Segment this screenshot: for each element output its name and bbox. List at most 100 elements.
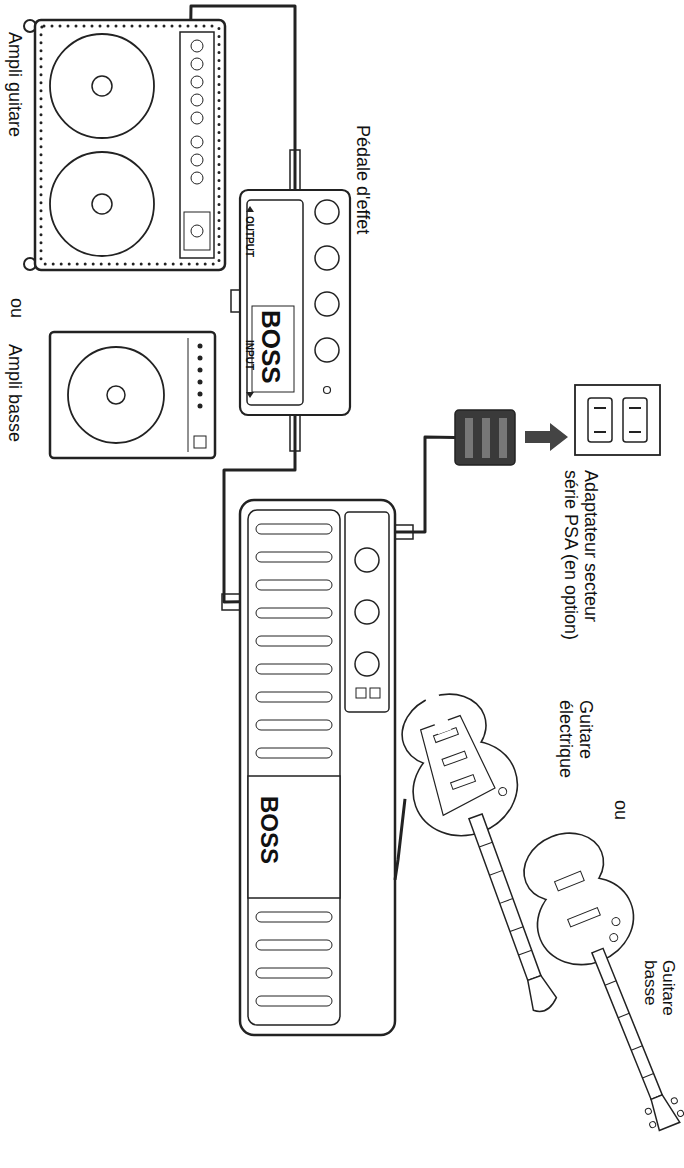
bass-amp-drawing [107,386,125,404]
electric-guitar-drawing [451,775,476,790]
effect-pedal-drawing [231,150,350,451]
effect-pedal-drawing [290,150,300,190]
wall-outlet-drawing [575,385,660,455]
volume-pedal-drawing [370,688,380,698]
volume-pedal-drawing [256,748,332,758]
volume-pedal: BOSS [240,500,395,1035]
guitar-amp-drawing [191,76,203,88]
conjunction-label: ou [610,800,630,840]
instrument-cable [395,799,405,880]
volume-pedal-drawing [395,525,413,539]
effect-pedal-drawing [246,392,254,398]
electric-guitar-drawing [393,684,495,777]
guitar-amp-drawing [184,212,210,250]
bass-guitar-drawing [525,864,645,978]
electric-guitar-drawing [393,684,495,777]
ac-adapter: Adaptateur secteur série PSA (en option) [455,410,515,465]
wall-outlet-drawing [594,431,606,433]
guitar-amp-drawing [191,225,203,237]
bass-guitar-drawing [670,1097,678,1105]
guitar-amp-drawing [35,20,225,270]
brand-logo: BOSS [256,310,285,420]
effect-pedal: Pédale d'effetBOSSOUTPUTINPUT [240,190,350,415]
bass-guitar-drawing [642,1074,653,1078]
guitar-amp-drawing [92,194,112,214]
bass-guitar-drawing [611,916,621,926]
bass-amp-drawing [198,356,203,361]
ac-adapter-drawing [482,418,490,458]
guitar-amp-drawing [92,76,112,96]
volume-pedal-drawing [248,776,340,898]
ac-adapter-drawing [455,410,515,465]
electric-guitar: Guitare électrique [405,690,555,1030]
bass-amp: Ampli basse [50,332,215,458]
electric-guitar-drawing [433,728,458,743]
effect-pedal-drawing [324,387,331,394]
guitar-amp-drawing [24,20,36,32]
electric-guitar-drawing [424,692,451,734]
effect-pedal-drawing [315,338,339,362]
volume-pedal-drawing [355,548,379,572]
jack-label: INPUT [244,340,255,400]
wall-outlet-drawing [594,407,606,409]
bass-amp-drawing [194,436,206,448]
volume-pedal-drawing [256,912,332,922]
device-label: Pédale d'effet [352,125,372,325]
guitar-amp-drawing [191,136,203,148]
bass-guitar-drawing [644,1107,652,1115]
volume-pedal-drawing [355,652,379,676]
bass-amp-drawing [50,332,215,458]
bass-guitar-drawing [515,823,613,912]
electric-guitar-drawing [401,727,530,849]
device-label: Guitare basse [640,960,677,1040]
device-label: Ampli basse [4,344,24,484]
volume-pedal-drawing [256,636,332,646]
bass-guitar-drawing [525,864,645,978]
volume-pedal-drawing [256,608,332,618]
electric-guitar-drawing [413,713,498,816]
wall-outlet-drawing [629,431,641,433]
guitar-amp-drawing [191,172,203,184]
instrument-cable [395,437,455,532]
bass-guitar-drawing [555,871,585,891]
bass-guitar-drawing [605,981,616,985]
device-label: Guitare électrique [555,700,595,800]
guitar-amp-drawing [191,94,203,106]
volume-pedal-drawing [345,512,389,712]
volume-pedal-drawing [256,580,332,590]
bass-amp-drawing [198,380,203,385]
bass-amp-drawing [198,404,203,409]
ac-adapter-drawing [525,423,568,451]
bass-amp-drawing [198,344,203,349]
wall-outlet-drawing [575,385,660,455]
guitar-amp-drawing [24,20,225,270]
guitar-amp-drawing [191,58,203,70]
ac-adapter-drawing [465,418,473,458]
electric-guitar-drawing [498,786,508,796]
ac-adapter-drawing [455,410,568,465]
bass-guitar: Guitare basse [525,850,675,1140]
bass-guitar-drawing [568,908,601,927]
wall-outlet-drawing [629,407,641,409]
device-label: Adaptateur secteur série PSA (en option) [560,470,600,645]
wall-outlet-drawing [623,398,647,442]
effect-pedal-drawing [315,292,339,316]
electric-guitar-drawing [510,927,523,932]
conjunction-label: ou [6,298,26,338]
guitar-amp-drawing [41,26,219,264]
bass-amp-drawing [50,332,215,458]
effect-pedal-drawing [246,206,254,212]
volume-pedal-drawing [256,968,332,978]
bass-guitar-drawing [647,1093,679,1131]
electric-guitar-drawing [489,870,502,875]
guitar-amp: Ampli guitare [35,20,225,270]
volume-pedal-drawing [256,524,332,534]
instrument-cable [224,415,295,602]
wall-outlet-drawing [588,398,612,442]
volume-pedal-drawing [256,996,332,1006]
bass-guitar-drawing [609,932,619,942]
volume-pedal-drawing [256,664,332,674]
volume-pedal-drawing [356,688,366,698]
guitar-amp-drawing [191,112,203,124]
